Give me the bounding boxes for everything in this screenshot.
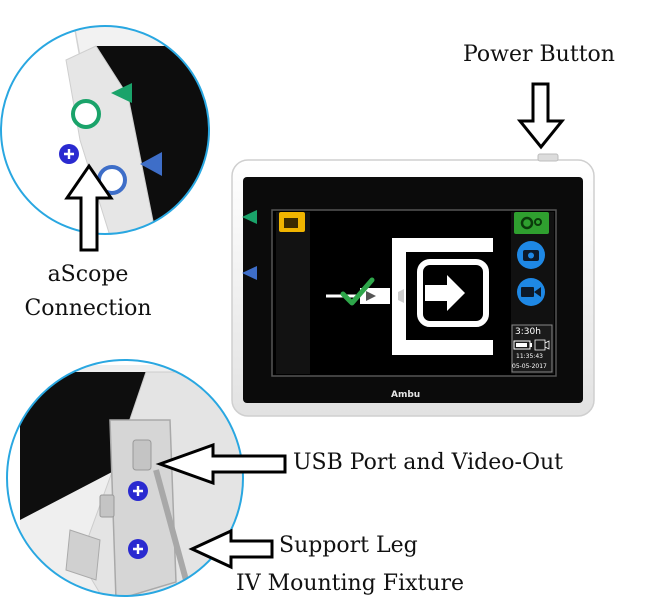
battery-time: 3:30h [515, 327, 541, 337]
plus-marker-icon[interactable] [128, 539, 148, 559]
brand-logo: Ambu [391, 390, 421, 400]
connector-outline-graphic [392, 238, 493, 355]
settings-gear-icon[interactable] [514, 212, 549, 234]
usb-port[interactable] [132, 439, 152, 471]
ascope-label-line2: Connection [24, 296, 152, 321]
support-leg-label: Support Leg [279, 533, 418, 558]
video-record-button-icon[interactable] [517, 278, 545, 306]
usb-arrow-icon [155, 442, 287, 486]
power-button[interactable] [537, 153, 559, 162]
ascope-label-line1: aScope [47, 262, 129, 287]
support-leg[interactable] [153, 469, 189, 581]
support-leg-arrow-icon [188, 528, 274, 570]
ascope-connection-detail [1, 26, 209, 234]
usb-port-label: USB Port and Video-Out [293, 450, 564, 475]
ascope-arrow-icon [64, 163, 114, 252]
bottom-callout-border [6, 359, 244, 597]
clock: 11:35:43 [516, 353, 543, 360]
iv-mount-label: IV Mounting Fixture [236, 571, 465, 596]
green-ascope-port[interactable] [71, 99, 101, 129]
date: 05-05-2017 [512, 363, 547, 370]
power-arrow-icon [516, 82, 566, 150]
folder-icon[interactable] [279, 212, 305, 232]
video-out-port[interactable] [99, 494, 115, 518]
monitor-device [231, 153, 595, 417]
camera-button-icon[interactable] [517, 241, 545, 269]
plug-icon [534, 339, 550, 351]
plus-marker-icon[interactable] [128, 481, 148, 501]
input-icon [417, 259, 489, 327]
blue-port-indicator-icon [242, 266, 257, 280]
power-button-label: Power Button [463, 42, 615, 67]
top-callout-border [0, 25, 210, 235]
checkmark-icon [340, 277, 375, 306]
plus-marker-icon[interactable] [59, 144, 79, 164]
green-port-indicator-icon [242, 210, 257, 224]
